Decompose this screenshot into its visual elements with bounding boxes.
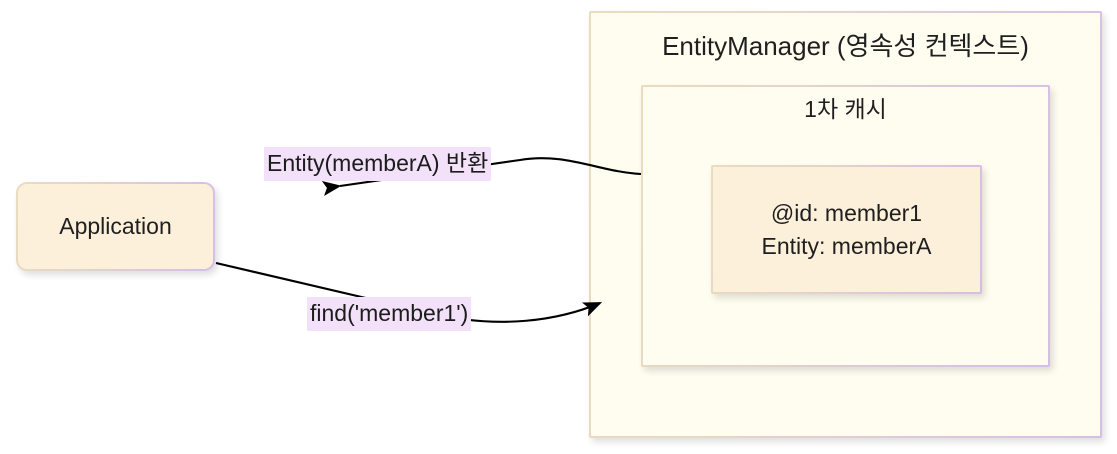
entity-manager-title: EntityManager (영속성 컨텍스트) [662,31,1029,61]
application-node[interactable]: Application [16,182,215,271]
entity-record-id: @id: member1 [770,199,923,226]
edge-label-find: find('member1') [307,297,472,331]
entity-record-entity: Entity: memberA [761,232,932,259]
edge-label-entity-return: Entity(memberA) 반환 [264,147,492,181]
application-label: Application [59,213,172,239]
first-level-cache-title: 1차 캐시 [804,96,887,122]
entity-record-node[interactable]: @id: member1 Entity: memberA [711,165,982,294]
